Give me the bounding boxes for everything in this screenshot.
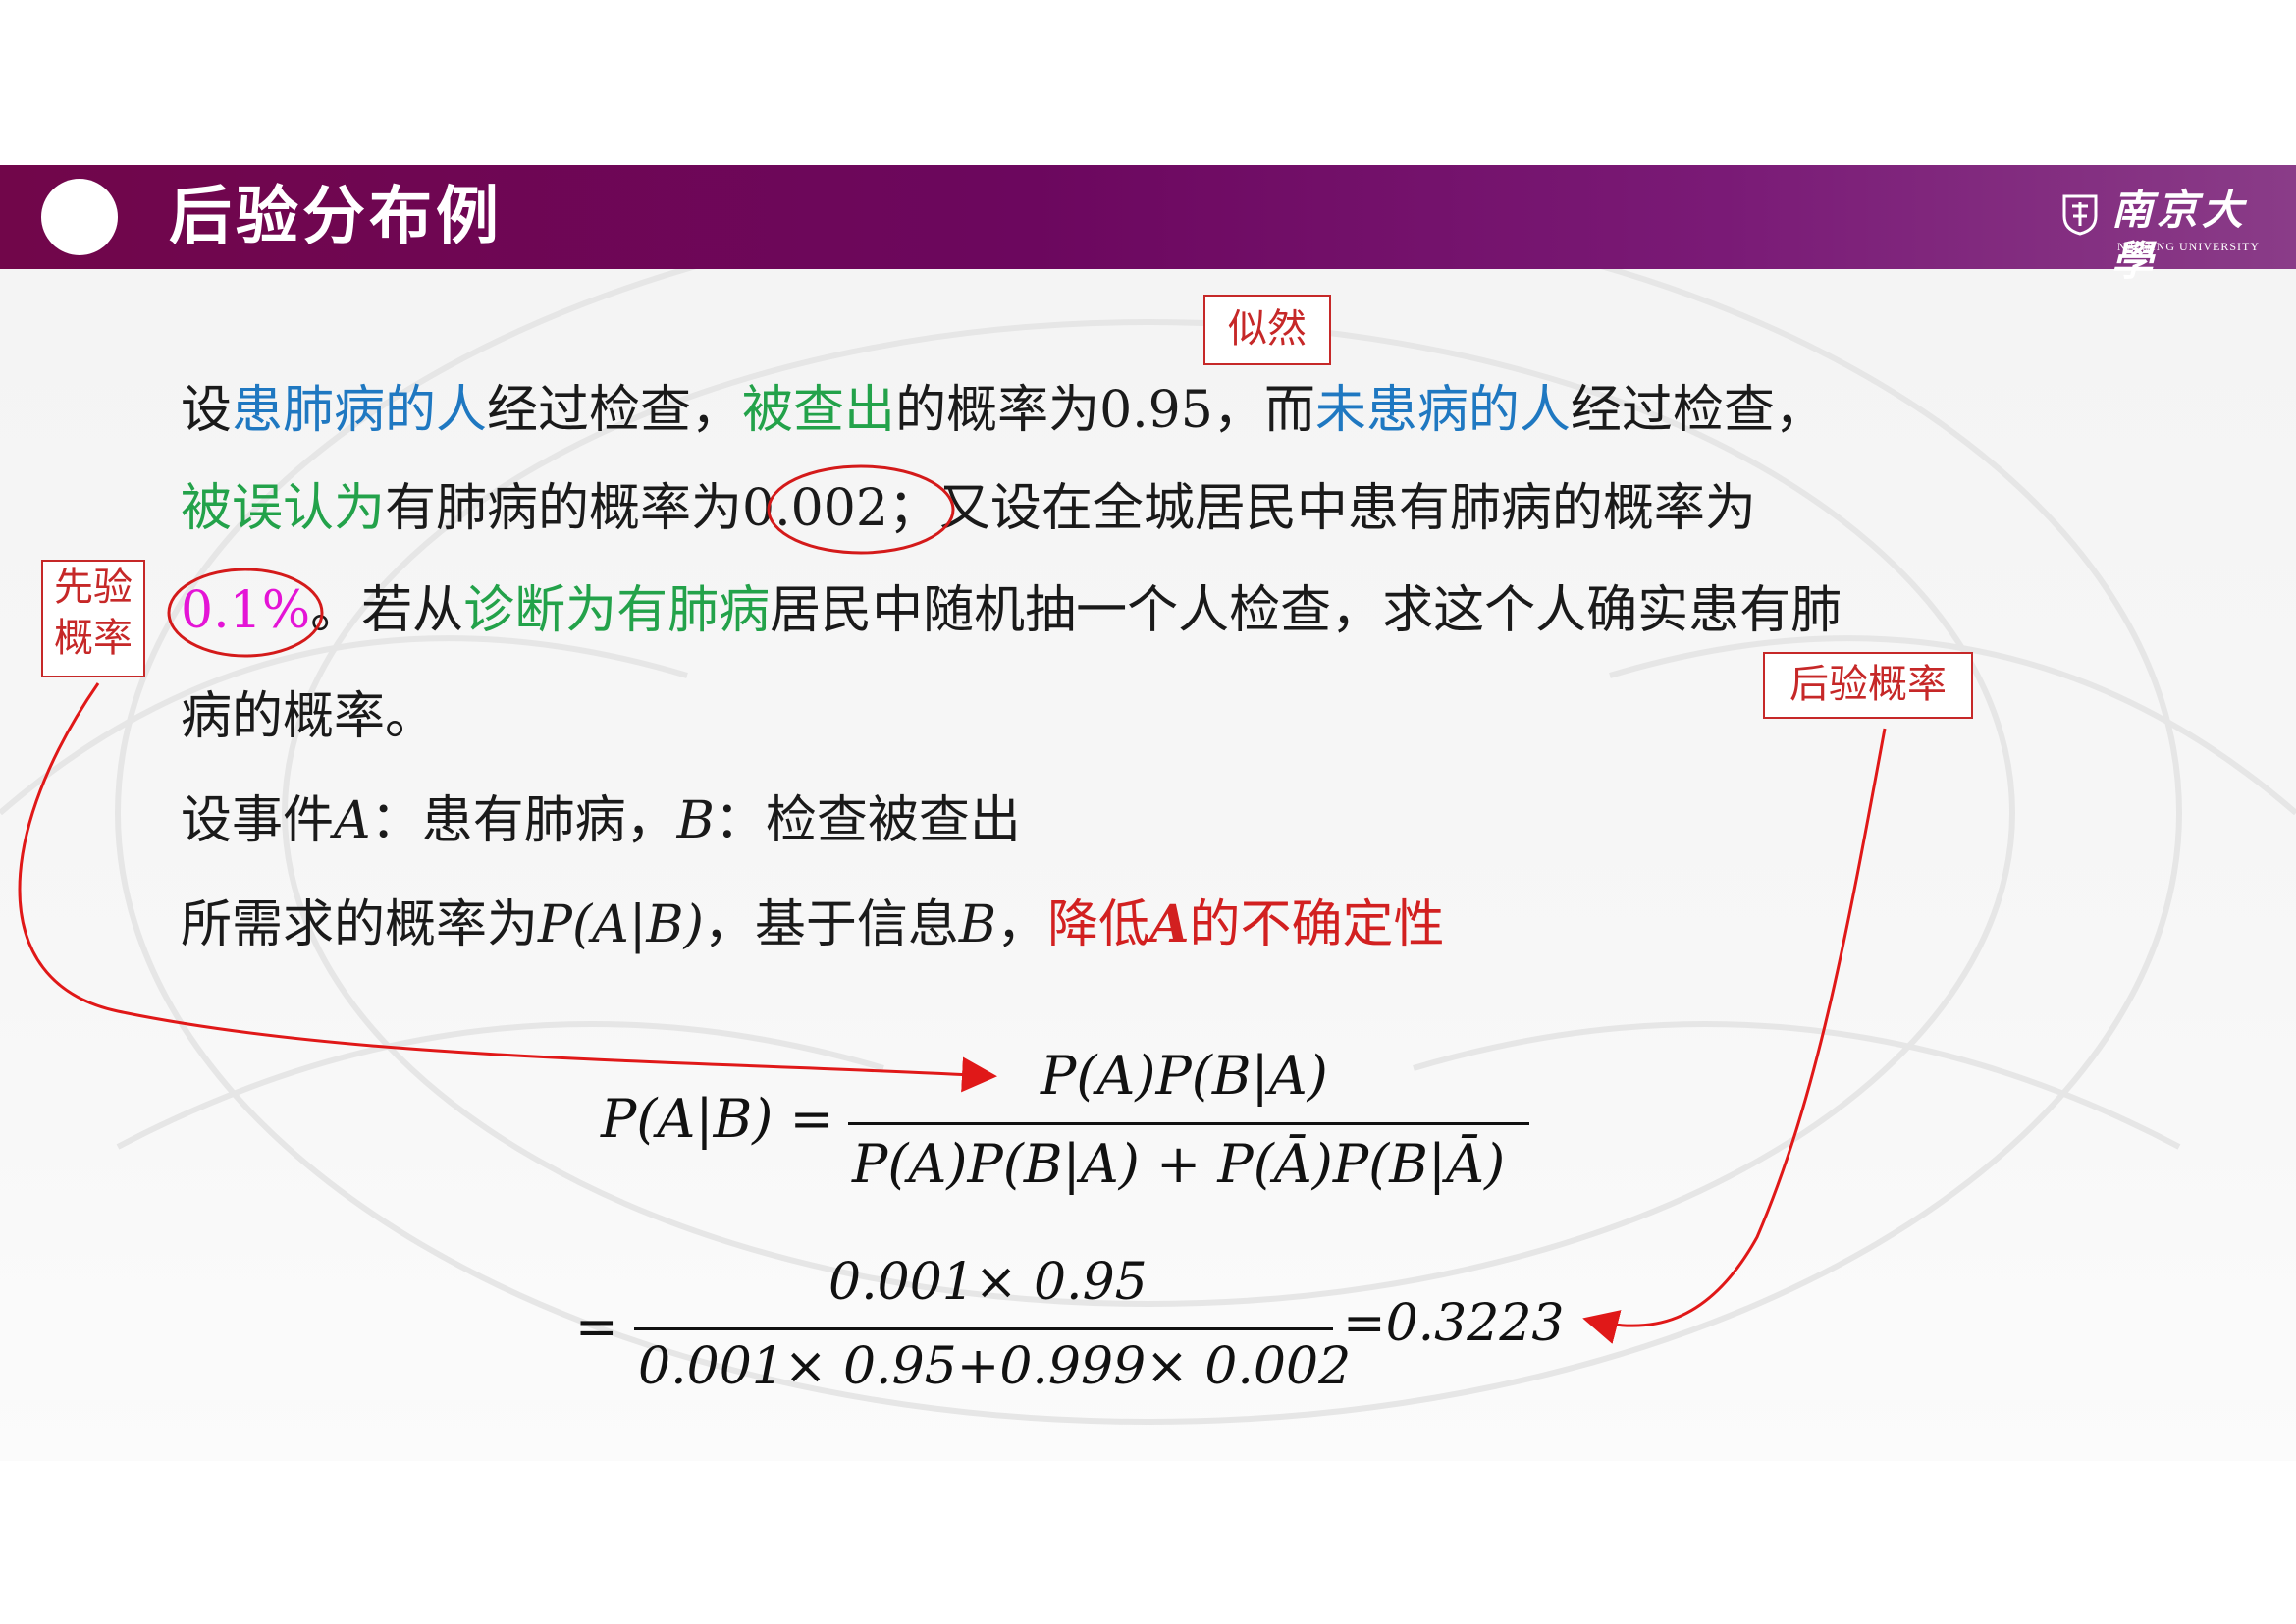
highlight-misdiagnosed: 被误认为 [181,479,386,538]
circled-value-0002: 0.002 [742,479,888,538]
highlight-healthy-people: 未患病的人 [1314,381,1571,440]
highlight-diagnosed: 诊断为有肺病 [463,581,771,640]
problem-line-3: 0.1%。若从诊断为有肺病居民中随机抽一个人检查，求这个人确实患有肺 [181,579,1842,642]
text: 设事件 [181,791,335,850]
circled-value-prior: 0.1% [181,581,311,640]
text: 经过检查， [1570,381,1826,440]
numeric-fraction-line [634,1327,1333,1330]
problem-line-4: 病的概率。 [181,687,437,746]
text: ：检查被查出 [714,791,1021,850]
slide-title: 后验分布例 [169,181,503,253]
highlight-sick-people: 患肺病的人 [232,381,488,440]
university-badge-icon [2062,194,2098,236]
prior-label-line1: 先验 [54,565,133,610]
highlight-uncertainty: 的不确定性 [1189,895,1445,954]
text: ， [996,895,1048,954]
title-bar [0,165,2296,269]
text: 。若从 [310,581,464,640]
logo-name-zh: 南京大學 [2111,186,2248,285]
event-a: A [334,791,371,850]
text: 设 [181,381,233,440]
posterior-probability-label: 后验概率 [1763,652,1973,719]
target-probability: P(A|B) [538,895,704,954]
bayes-denominator: P(A)P(B|A) + P(Ā)P(B|Ā) [852,1133,1506,1195]
university-logo: 南京大學 NANJING UNIVERSITY [2056,185,2272,285]
numeric-numerator: 0.001× 0.95 [828,1253,1148,1312]
bayes-numerator: P(A)P(B|A) [1041,1045,1328,1107]
text: 有肺病的概率为 [385,479,743,538]
text: 的概率为0.95，而 [895,381,1315,440]
title-bullet-circle [41,179,118,255]
bayes-lhs: P(A|B) = [601,1088,834,1150]
event-b: B [958,895,997,954]
text: 所需求的概率为 [181,895,539,954]
numeric-equals: = [575,1298,618,1357]
bayes-fraction-line [848,1122,1529,1125]
events-definition: 设事件A：患有肺病，B：检查被查出 [181,789,1021,852]
problem-line-2: 被误认为有肺病的概率为0.002；又设在全城居民中患有肺病的概率为 [181,477,1756,540]
prior-label-line2: 概率 [54,616,133,661]
event-b: B [676,791,715,850]
text: ；又设在全城居民中患有肺病的概率为 [887,479,1756,538]
highlight-event-a: A [1149,894,1190,954]
numeric-result: =0.3223 [1343,1294,1565,1353]
likelihood-label: 似然 [1203,295,1331,365]
text: 居民中随机抽一个人检查，求这个人确实患有肺 [770,581,1842,640]
text: 经过检查， [487,381,743,440]
text: ，基于信息 [703,895,959,954]
prior-probability-label: 先验 概率 [41,560,145,677]
watermark-seal [0,263,2296,1425]
target-probability-line: 所需求的概率为P(A|B)，基于信息B，降低A的不确定性 [181,893,1445,956]
highlight-detected: 被查出 [742,381,896,440]
text: ：患有肺病， [370,791,677,850]
highlight-reduce: 降低 [1047,895,1150,954]
numeric-denominator: 0.001× 0.95+0.999× 0.002 [638,1337,1352,1396]
problem-line-1: 设患肺病的人经过检查，被查出的概率为0.95，而未患病的人经过检查， [181,379,1826,442]
logo-name-en: NANJING UNIVERSITY [2117,240,2260,253]
